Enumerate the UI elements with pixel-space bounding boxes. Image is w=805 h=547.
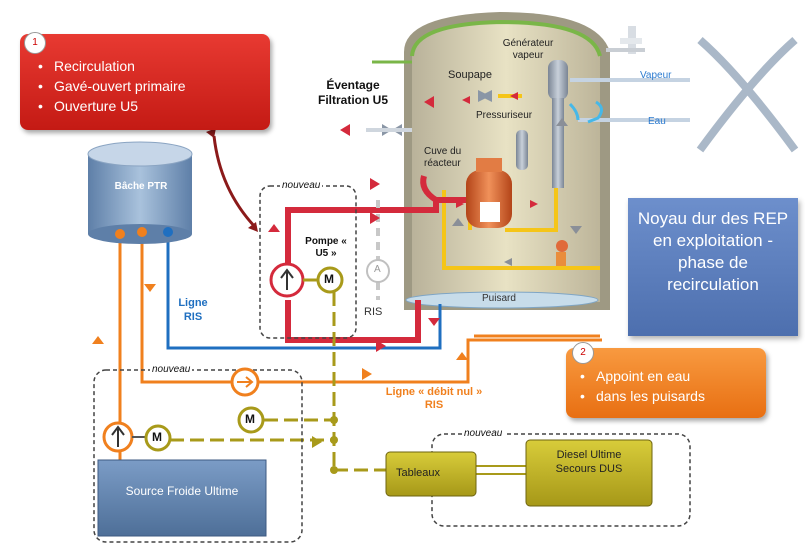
blue-ris-line bbox=[166, 232, 442, 350]
callout1-item: Gavé-ouvert primaire bbox=[30, 76, 186, 96]
nouveau-label-1: nouveau bbox=[280, 180, 323, 191]
callout2-list: Appoint en eau dans les puisards bbox=[572, 366, 705, 406]
soupape-label: Soupape bbox=[448, 69, 493, 81]
reactor-vessel bbox=[466, 158, 512, 228]
pressuriseur-label: Pressuriseur bbox=[476, 110, 533, 121]
nouveau-label-3: nouveau bbox=[462, 428, 505, 439]
pompe-u5-label: Pompe « U5 » bbox=[305, 236, 347, 259]
ris-label: RIS bbox=[364, 306, 383, 318]
red-recirculation-line bbox=[285, 175, 466, 343]
internal-pump bbox=[556, 240, 568, 266]
pump-ris-symbol bbox=[230, 367, 260, 397]
eau-label: Eau bbox=[648, 116, 666, 127]
motor-sfu-label: M bbox=[152, 430, 162, 444]
vapeur-label: Vapeur bbox=[640, 70, 672, 81]
callout2-item: Appoint en eau bbox=[572, 366, 705, 386]
cooling-tower-cross bbox=[696, 36, 799, 153]
tank-outlet-dots bbox=[115, 227, 173, 239]
generateur-label: Générateur vapeur bbox=[502, 38, 554, 61]
nouveau-label-2: nouveau bbox=[150, 364, 193, 375]
pump-a-label: A bbox=[374, 264, 381, 275]
diesel-box bbox=[525, 439, 653, 507]
source-froide-box bbox=[97, 459, 267, 537]
title-text: Noyau dur des REP en exploitation - phas… bbox=[637, 209, 789, 294]
callout1-number: 1 bbox=[24, 32, 46, 54]
pump-sfu-symbol bbox=[102, 421, 172, 453]
motor-ris-label: M bbox=[245, 412, 255, 426]
title-box: Noyau dur des REP en exploitation - phas… bbox=[628, 198, 798, 336]
puisard-label: Puisard bbox=[482, 293, 516, 304]
cuve-label: Cuve du réacteur bbox=[424, 146, 462, 169]
tableaux-label: Tableaux bbox=[396, 467, 441, 479]
tableaux-box bbox=[385, 451, 477, 497]
source-froide-label: Source Froide Ultime bbox=[125, 484, 239, 498]
eventage-label: Éventage Filtration U5 bbox=[318, 78, 389, 107]
orange-flow-arrows bbox=[92, 284, 468, 448]
olive-junctions bbox=[330, 416, 338, 474]
vent-stack bbox=[606, 26, 645, 54]
callout1-connector bbox=[206, 128, 258, 232]
callout1-item: Ouverture U5 bbox=[30, 96, 186, 116]
callout-appoint: 2 Appoint en eau dans les puisards bbox=[566, 342, 766, 418]
callout2-item: dans les puisards bbox=[572, 386, 705, 406]
motor-ris-symbol bbox=[237, 406, 265, 434]
steam-water-lines bbox=[570, 78, 690, 124]
valves bbox=[366, 90, 492, 136]
callout1-list: Recirculation Gavé-ouvert primaire Ouver… bbox=[30, 56, 186, 116]
bache-ptr-label: Bâche PTR bbox=[114, 181, 168, 192]
diesel-label: Diesel Ultime Secours DUS bbox=[555, 449, 623, 475]
motor-u5-label: M bbox=[324, 272, 334, 286]
pump-a-symbol bbox=[366, 259, 390, 283]
ligne-debit-label: Ligne « débit nul » RIS bbox=[385, 386, 483, 411]
grey-flow-arrows bbox=[452, 118, 582, 266]
pump-u5-symbol bbox=[269, 262, 344, 298]
tableaux-diesel-link bbox=[476, 465, 526, 475]
callout2-number: 2 bbox=[572, 342, 594, 364]
ligne-ris-label: Ligne RIS bbox=[178, 297, 208, 323]
callout1-item: Recirculation bbox=[30, 56, 186, 76]
pressurizer bbox=[516, 130, 528, 170]
red-flow-arrows bbox=[268, 92, 538, 352]
callout-recirculation: 1 Recirculation Gavé-ouvert primaire Ouv… bbox=[20, 32, 270, 130]
